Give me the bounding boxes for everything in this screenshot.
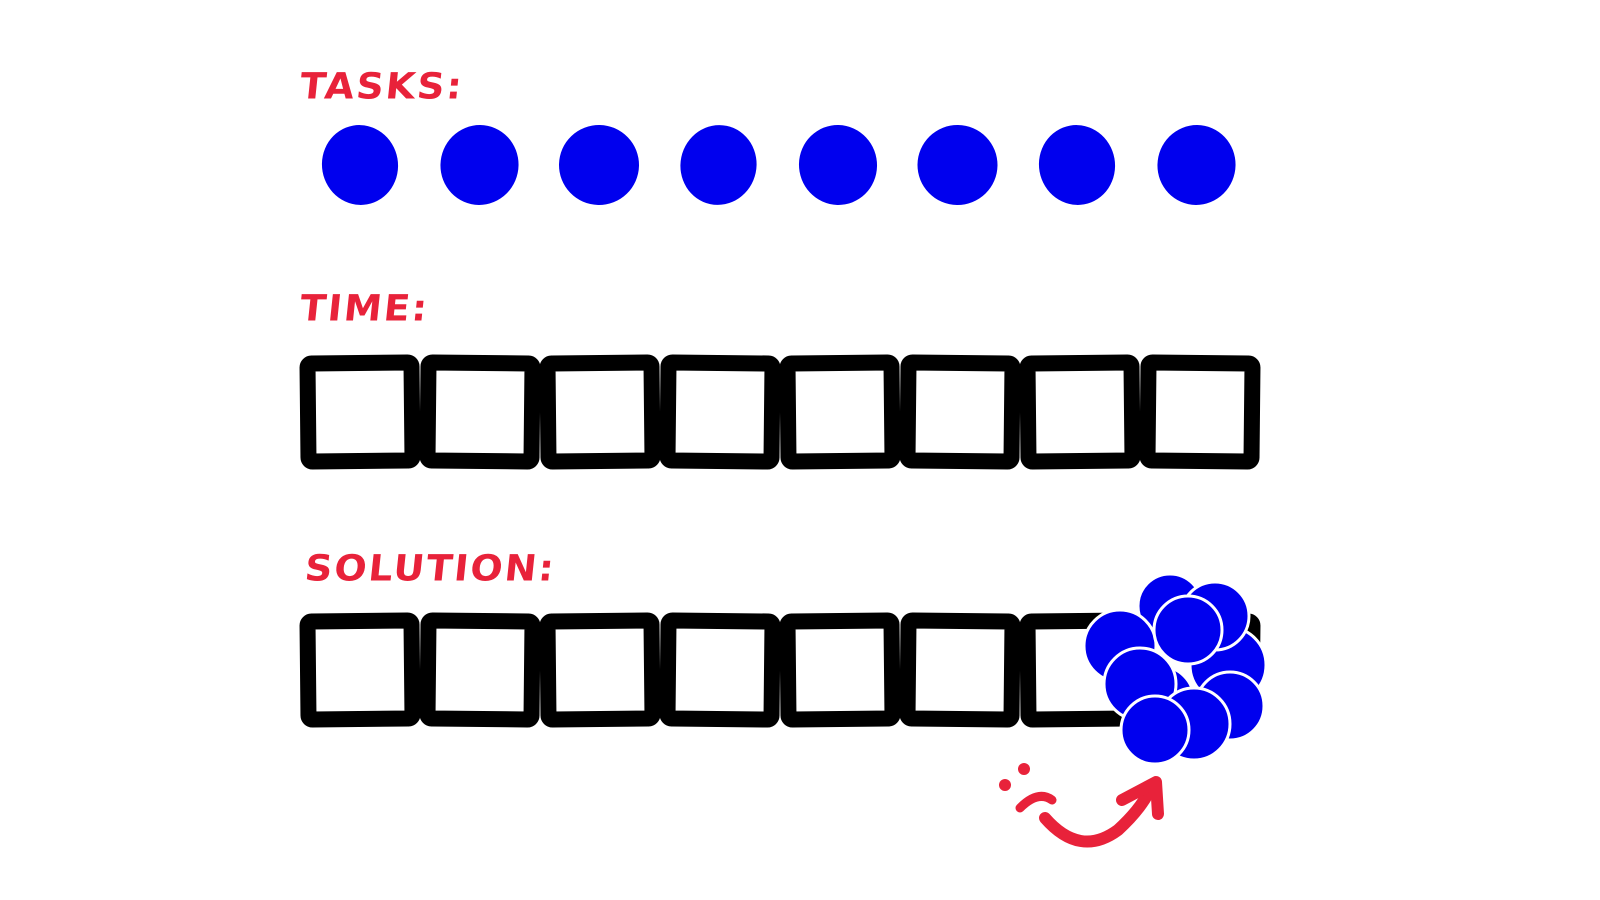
task-dot xyxy=(1038,125,1116,205)
time-slot xyxy=(419,354,541,470)
arrow-head xyxy=(1116,776,1164,820)
task-dot xyxy=(1152,594,1224,666)
time-slot xyxy=(1139,354,1261,470)
task-dot xyxy=(1157,125,1236,205)
tasks-row xyxy=(321,125,1236,205)
overflow-task-cluster xyxy=(1082,572,1268,766)
solution-slot xyxy=(899,612,1021,728)
task-dot xyxy=(559,125,639,205)
arrow-shaft xyxy=(1039,784,1156,848)
solution-slot xyxy=(419,612,541,728)
face-eye xyxy=(999,779,1011,791)
task-dot xyxy=(1119,694,1191,766)
task-dot xyxy=(321,125,399,205)
task-dot xyxy=(680,125,757,205)
task-dot xyxy=(917,125,998,205)
solution-slot xyxy=(299,612,421,728)
time-slot xyxy=(539,354,661,470)
curved-arrow-icon xyxy=(1039,776,1164,848)
face-mouth xyxy=(1015,791,1057,813)
task-dot xyxy=(798,125,878,205)
time-slot xyxy=(779,354,901,470)
face-eye xyxy=(1018,763,1030,775)
solution-slot xyxy=(539,612,661,728)
time-slot xyxy=(1019,354,1141,470)
time-slot xyxy=(299,354,421,470)
solution-slot xyxy=(659,612,781,728)
time-row xyxy=(299,354,1261,470)
sad-face-icon xyxy=(999,763,1057,813)
task-dot xyxy=(440,125,519,205)
solution-slot xyxy=(779,612,901,728)
time-slot xyxy=(899,354,1021,470)
time-slot xyxy=(659,354,781,470)
